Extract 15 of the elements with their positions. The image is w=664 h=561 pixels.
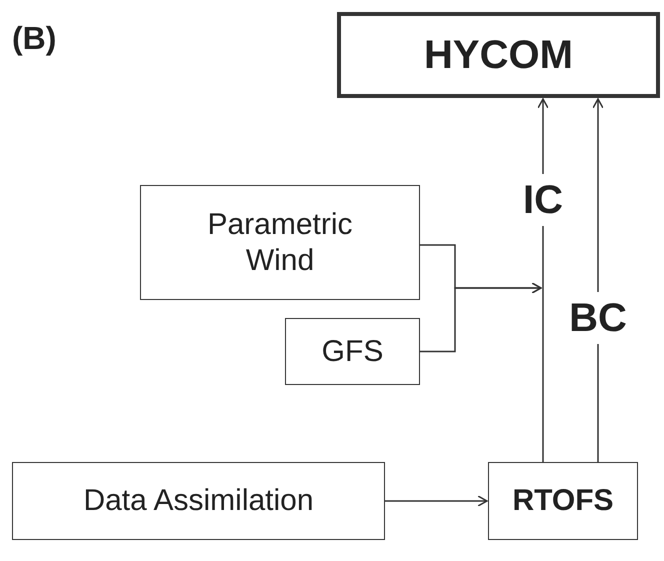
edge-label: IC [523,174,563,226]
node-label: GFS [322,334,384,370]
node-label: Data Assimilation [83,483,314,519]
system-box [488,462,638,540]
model-box [337,12,660,98]
arrow [420,282,542,352]
edge-label: BC [569,292,627,344]
input-box [285,318,420,385]
input-box [12,462,385,540]
node-label: HYCOM [424,32,573,79]
node-label: Parametric Wind [206,206,354,278]
input-box [140,185,420,300]
panel-label: (B) [12,20,56,57]
node-label: RTOFS [512,483,614,519]
arrow [385,495,488,507]
